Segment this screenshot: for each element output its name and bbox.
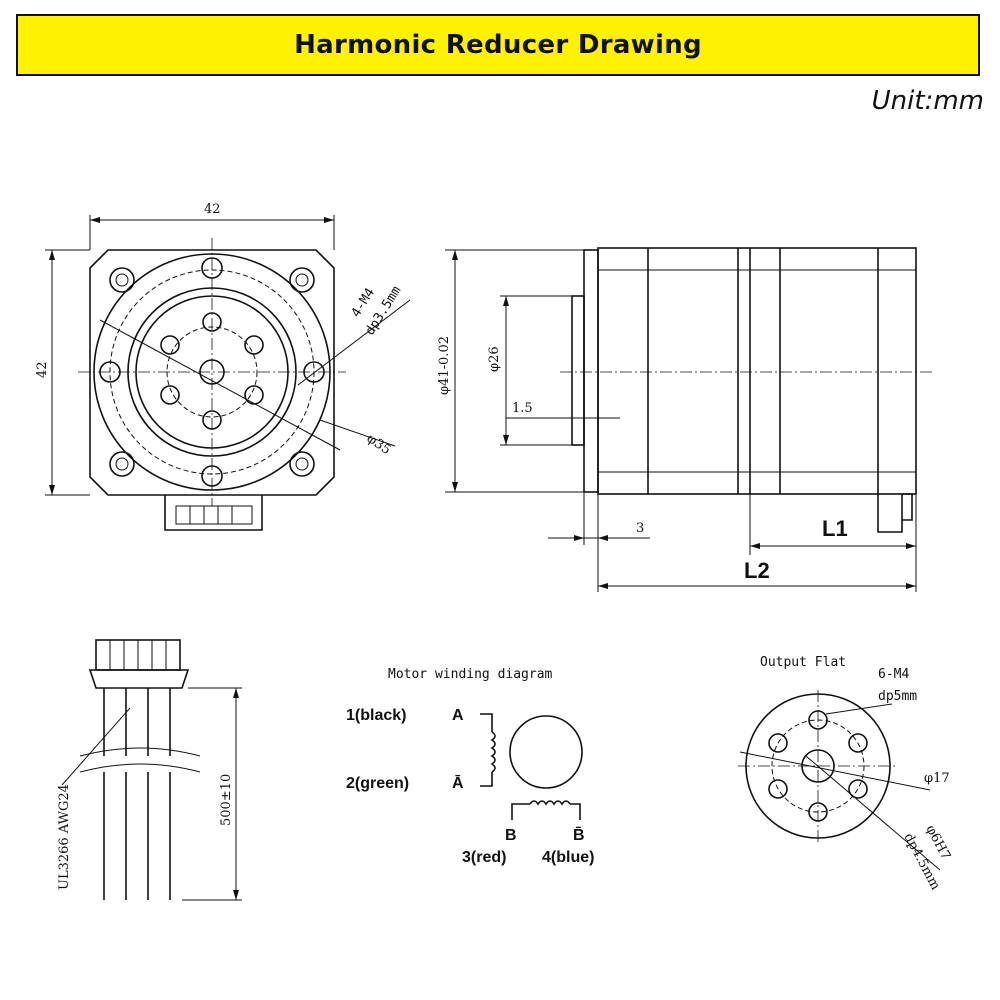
output-flat-title: Output Flat [760,655,846,670]
rotor-circle [509,715,583,789]
unit-label: Unit:mm [871,86,984,116]
letter-a-bar: Ā [452,773,464,792]
cable-length: 500±10 [219,774,234,826]
letter-b: B [505,827,517,844]
output-holes-2: dp5mm [878,689,917,704]
output-dia-17: φ17 [924,771,950,786]
dia-26: φ26 [487,346,502,372]
dia-41: φ41-0.02 [437,336,452,395]
label-1-black: 1(black) [346,707,406,724]
front-view: 42 42 [35,202,411,531]
letter-b-bar: B̄ [573,825,585,844]
winding-title: Motor winding diagram [388,667,553,682]
length-l2: L2 [744,558,770,583]
label-2-green: 2(green) [346,775,409,792]
output-flat-view: Output Flat 6-M4 dp5mm φ17 φ6H7 dp4.5mm [738,655,953,893]
front-width-dim: 42 [204,202,221,217]
page-title: Harmonic Reducer Drawing [294,30,702,60]
corner-holes [109,267,315,477]
cable-view: 500±10 UL3266 AWG24 [57,639,242,901]
connector-housing [164,495,263,531]
side-view: φ41-0.02 φ26 1.5 3 [437,247,932,592]
front-height-dim: 42 [35,361,50,378]
cable-spec: UL3266 AWG24 [57,784,72,890]
motor-flange [89,249,335,496]
title-bar: Harmonic Reducer Drawing [16,14,980,76]
m4-holes [99,257,325,487]
output-holes-1: 6-M4 [878,667,909,682]
length-l1: L1 [822,516,848,541]
label-3-red: 3(red) [462,849,506,866]
label-4-blue: 4(blue) [542,849,594,866]
step-dim: 1.5 [512,401,533,416]
inner-holes [160,312,264,430]
letter-a: A [452,707,464,724]
winding-diagram: Motor winding diagram 1(black) A 2(green… [346,667,594,866]
gap-dim: 3 [636,521,644,536]
circle-dia-35: φ35 [364,431,394,458]
